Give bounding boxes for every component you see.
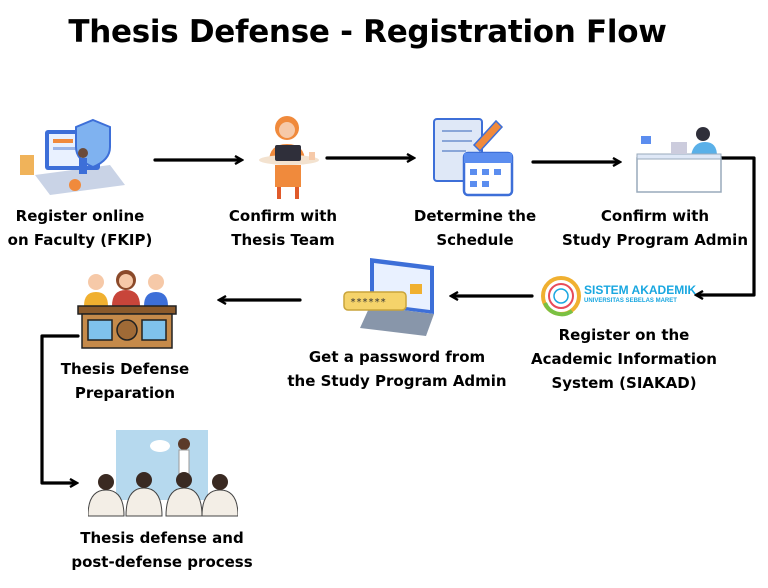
label-line: on Faculty (FKIP) (7, 231, 153, 249)
step-label-get-password: Get a password from the Study Program Adm… (287, 345, 506, 393)
diagram-title: Thesis Defense - Registration Flow (68, 14, 667, 50)
presentation-audience-icon (88, 430, 238, 517)
logo-sub-text: UNIVERSITAS SEBELAS MARET (584, 298, 677, 304)
label-line: Study Program Admin (562, 231, 748, 249)
svg-text:******: ****** (350, 297, 386, 308)
label-line: Register on the (558, 326, 690, 344)
label-line: Determine the (413, 207, 537, 225)
label-line: Thesis Defense (60, 360, 190, 378)
label-line: Thesis Team (231, 231, 335, 249)
label-line: Get a password from (308, 348, 486, 366)
step-label-register-fkip: Register online on Faculty (FKIP) (8, 204, 153, 252)
arrow-7-8 (40, 334, 80, 483)
label-line: Academic Information (531, 350, 717, 368)
arrow-4-5 (697, 156, 756, 295)
label-line: Confirm with (600, 207, 710, 225)
label-line: Confirm with (228, 207, 338, 225)
siakad-emblem-icon (541, 276, 581, 317)
password-laptop-icon: ****** (343, 258, 434, 336)
calendar-document-icon (433, 118, 514, 197)
siakad-logo: SISTEM AKADEMIK UNIVERSITAS SEBELAS MARE… (540, 274, 696, 318)
label-line: System (SIAKAD) (551, 374, 697, 392)
label-line: the Study Program Admin (287, 372, 507, 390)
person-laptop-icon (259, 116, 319, 199)
computer-security-icon (20, 118, 125, 195)
logo-main-text: SISTEM AKADEMIK (584, 283, 697, 297)
label-line: Thesis defense and (80, 529, 244, 547)
label-line: post-defense process (71, 553, 253, 571)
examiners-panel-icon (77, 270, 177, 349)
step-label-defense: Thesis defense and post-defense process (71, 526, 252, 574)
label-line: Preparation (74, 384, 176, 402)
reception-desk-icon (636, 127, 722, 193)
label-line: Register online (15, 207, 145, 225)
label-line: Schedule (436, 231, 514, 249)
